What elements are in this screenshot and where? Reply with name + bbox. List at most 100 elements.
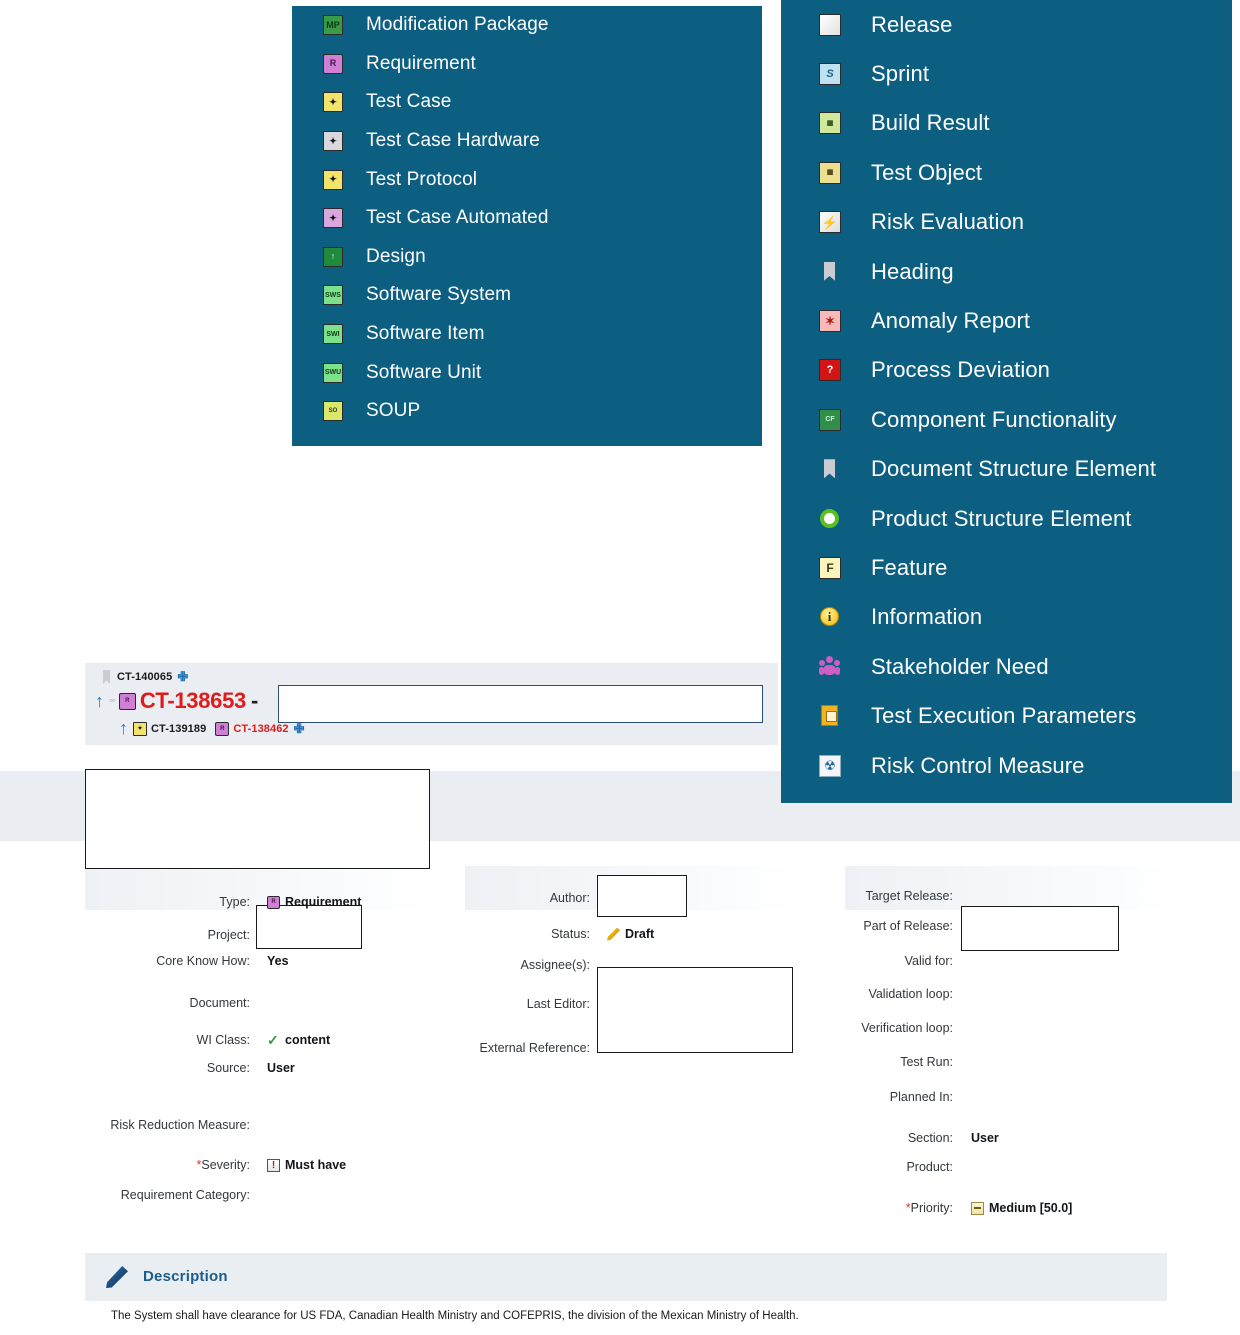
field-label-text: Last Editor: (526, 997, 590, 1011)
menu-item-build-result[interactable]: ▦Build Result (781, 99, 1232, 148)
menu-item-label: Feature (871, 554, 948, 580)
menu-item-label: Heading (871, 258, 954, 284)
menu-item-design[interactable]: ↑Design (292, 238, 762, 277)
menu-item-label: Release (871, 11, 953, 37)
menu-item-anomaly-report[interactable]: ✶Anomaly Report (781, 296, 1232, 345)
field-value-status[interactable]: Draft (598, 927, 654, 941)
menu-item-label: Product Structure Element (871, 505, 1132, 531)
design-icon: ↑ (323, 246, 343, 267)
menu-item-risk-evaluation[interactable]: ⚡Risk Evaluation (781, 198, 1232, 247)
requirement-icon-child: R (215, 721, 230, 736)
menu-item-heading[interactable]: Heading (781, 247, 1232, 296)
menu-item-software-unit[interactable]: SWU Software Unit (292, 353, 762, 392)
field-label-part-of-release: Part of Release: (0, 919, 953, 933)
field-value-text: User (971, 1131, 999, 1145)
menu-item-product-structure-element[interactable]: Product Structure Element (781, 494, 1232, 543)
field-value-core-know-how[interactable]: Yes (258, 954, 289, 968)
severity-icon: ! (267, 1158, 280, 1172)
field-value-severity[interactable]: !Must have (258, 1158, 346, 1172)
component-functionality-icon: CF (819, 408, 841, 431)
test-case-icon: ✦ (133, 721, 147, 736)
breadcrumb-child-id-1[interactable]: CT-139189 (151, 722, 207, 735)
menu-item-test-object[interactable]: ▦Test Object (781, 148, 1232, 197)
software-unit-icon: SWU (323, 362, 343, 383)
breadcrumb-child-expand-icon[interactable]: ✙ (293, 720, 305, 736)
field-label-assignee-s-: Assignee(s): (0, 958, 590, 972)
breadcrumb-parent-row[interactable]: CT-140065 ✙ (99, 669, 188, 685)
field-label-document: Document: (0, 996, 250, 1010)
work-item-title-input[interactable] (278, 685, 763, 723)
menu-item-label: Document Structure Element (871, 456, 1157, 482)
field-value-source[interactable]: User (258, 1061, 295, 1075)
menu-item-test-case[interactable]: ✦Test Case (292, 83, 762, 122)
field-value-text: content (285, 1033, 331, 1047)
field-value-text: User (267, 1061, 295, 1075)
pencil-icon (607, 927, 620, 941)
field-label-text: Project: (207, 928, 250, 942)
menu-item-test-case-hardware[interactable]: ✦Test Case Hardware (292, 122, 762, 161)
form-column-band-left (85, 866, 430, 910)
breadcrumb-child-id-2[interactable]: CT-138462 (233, 722, 289, 735)
software-item-icon: SWI (323, 324, 343, 345)
field-label-requirement-category: Requirement Category: (0, 1188, 250, 1202)
menu-item-label: Software Unit (366, 361, 482, 383)
breadcrumb-parent-id[interactable]: CT-140065 (117, 671, 173, 683)
field-value-priority[interactable]: Medium [50.0] (962, 1201, 1072, 1215)
menu-item-component-functionality[interactable]: CF Component Functionality (781, 395, 1232, 444)
masked-last-editor-value (597, 967, 793, 1053)
field-label-text: Product: (906, 1160, 953, 1174)
test-case-icon: ✦ (323, 92, 343, 113)
field-label-text: Assignee(s): (520, 958, 590, 972)
field-label-text: Target Release: (865, 889, 953, 903)
up-arrow-icon[interactable]: ↑ (95, 690, 104, 711)
breadcrumb-parent-expand-icon[interactable]: ✙ (177, 669, 189, 684)
field-label-text: Test Run: (900, 1055, 953, 1069)
menu-item-process-deviation[interactable]: ?Process Deviation (781, 346, 1232, 395)
field-value-section[interactable]: User (962, 1131, 999, 1145)
field-label-wi-class: WI Class: (0, 1033, 250, 1047)
release-icon (819, 13, 841, 36)
field-label-text: Author: (549, 891, 590, 905)
menu-item-test-case-automated[interactable]: ✦Test Case Automated (292, 199, 762, 238)
requirement-icon: R (267, 895, 280, 909)
menu-item-label: SOUP (366, 400, 421, 422)
field-label-risk-reduction-measure: Risk Reduction Measure: (0, 1118, 250, 1132)
menu-item-test-protocol[interactable]: ✦Test Protocol (292, 160, 762, 199)
menu-item-label: Risk Control Measure (871, 752, 1085, 778)
menu-item-release[interactable]: Release (781, 0, 1232, 49)
field-label-text: External Reference: (479, 1041, 590, 1055)
software-system-icon: SWS (323, 285, 343, 306)
risk-evaluation-icon: ⚡ (819, 211, 841, 234)
field-value-wi-class[interactable]: ✓content (258, 1033, 331, 1048)
field-label-text: Planned In: (889, 1090, 953, 1104)
document-structure-element-icon (819, 458, 841, 480)
feature-icon: F (819, 556, 841, 579)
breadcrumb-current-id[interactable]: CT-138653 (139, 688, 246, 713)
up-arrow-icon-child[interactable]: ↑ (119, 718, 128, 738)
field-label-text: Document: (189, 996, 250, 1010)
modification-package-icon: MP (323, 15, 343, 36)
menu-item-feature[interactable]: F Feature (781, 543, 1232, 592)
field-label-valid-for: Valid for: (0, 954, 953, 968)
menu-item-stakeholder-need[interactable]: Stakeholder Need (781, 642, 1232, 691)
menu-item-test-execution-parameters[interactable]: Test Execution Parameters (781, 691, 1232, 740)
product-structure-element-icon (819, 508, 841, 530)
process-deviation-icon: ? (819, 359, 841, 382)
menu-item-risk-control-measure[interactable]: ☢Risk Control Measure (781, 741, 1232, 790)
field-label-text: Valid for: (904, 954, 953, 968)
masked-author-value (597, 875, 687, 917)
menu-item-document-structure-element[interactable]: Document Structure Element (781, 445, 1232, 494)
field-label-text: Section: (907, 1131, 953, 1145)
field-label-target-release: Target Release: (0, 889, 953, 903)
menu-item-label: Component Functionality (871, 406, 1117, 432)
